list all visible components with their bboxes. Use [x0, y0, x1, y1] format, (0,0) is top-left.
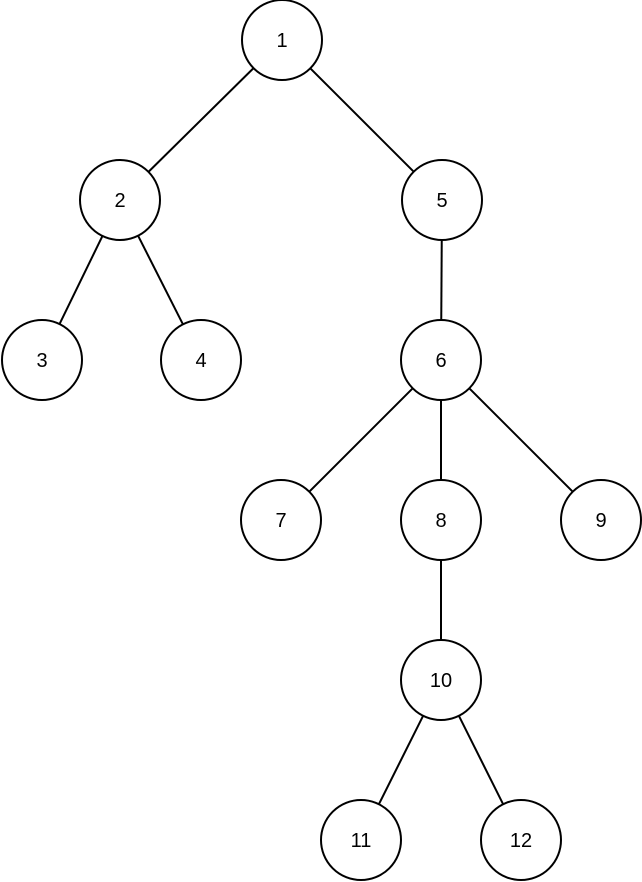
tree-node-circle-5[interactable] — [401, 159, 483, 241]
tree-node-7[interactable]: 7 — [240, 479, 322, 561]
tree-node-6[interactable]: 6 — [400, 319, 482, 401]
tree-node-circle-3[interactable] — [1, 319, 83, 401]
tree-edge-5-6 — [440, 239, 443, 321]
tree-node-1[interactable]: 1 — [241, 0, 323, 81]
tree-edge-1-2 — [147, 67, 255, 173]
tree-node-label-6: 6 — [435, 350, 446, 372]
tree-node-circle-6[interactable] — [400, 319, 482, 401]
tree-node-2[interactable]: 2 — [79, 159, 161, 241]
tree-node-label-12: 12 — [510, 830, 532, 852]
tree-node-label-5: 5 — [436, 190, 447, 212]
tree-node-label-9: 9 — [595, 510, 606, 532]
tree-node-4[interactable]: 4 — [160, 319, 242, 401]
tree-node-5[interactable]: 5 — [401, 159, 483, 241]
tree-node-circle-4[interactable] — [160, 319, 242, 401]
tree-edge-2-4 — [137, 235, 184, 325]
tree-edge-10-12 — [457, 715, 505, 805]
tree-node-label-2: 2 — [114, 190, 125, 212]
tree-node-label-3: 3 — [36, 350, 47, 372]
tree-node-circle-12[interactable] — [480, 799, 562, 881]
tree-edge-6-9 — [468, 387, 574, 493]
tree-node-label-7: 7 — [275, 510, 286, 532]
tree-edge-6-7 — [308, 387, 414, 493]
tree-node-circle-9[interactable] — [560, 479, 642, 561]
tree-node-9[interactable]: 9 — [560, 479, 642, 561]
tree-node-circle-10[interactable] — [400, 639, 482, 721]
tree-node-circle-7[interactable] — [240, 479, 322, 561]
tree-node-label-4: 4 — [195, 350, 206, 372]
tree-node-circle-11[interactable] — [320, 799, 402, 881]
tree-node-circle-1[interactable] — [241, 0, 323, 81]
tree-edge-2-3 — [58, 235, 104, 325]
tree-node-10[interactable]: 10 — [400, 639, 482, 721]
tree-node-circle-2[interactable] — [79, 159, 161, 241]
tree-node-12[interactable]: 12 — [480, 799, 562, 881]
tree-node-label-8: 8 — [435, 510, 446, 532]
tree-node-label-10: 10 — [430, 670, 452, 692]
tree-node-label-1: 1 — [276, 30, 287, 52]
tree-edge-1-5 — [309, 67, 415, 173]
edges-layer — [58, 67, 574, 805]
tree-node-11[interactable]: 11 — [320, 799, 402, 881]
tree-node-8[interactable]: 8 — [400, 479, 482, 561]
tree-node-circle-8[interactable] — [400, 479, 482, 561]
tree-node-label-11: 11 — [351, 830, 372, 852]
tree-edge-10-11 — [377, 715, 425, 805]
tree-node-3[interactable]: 3 — [1, 319, 83, 401]
